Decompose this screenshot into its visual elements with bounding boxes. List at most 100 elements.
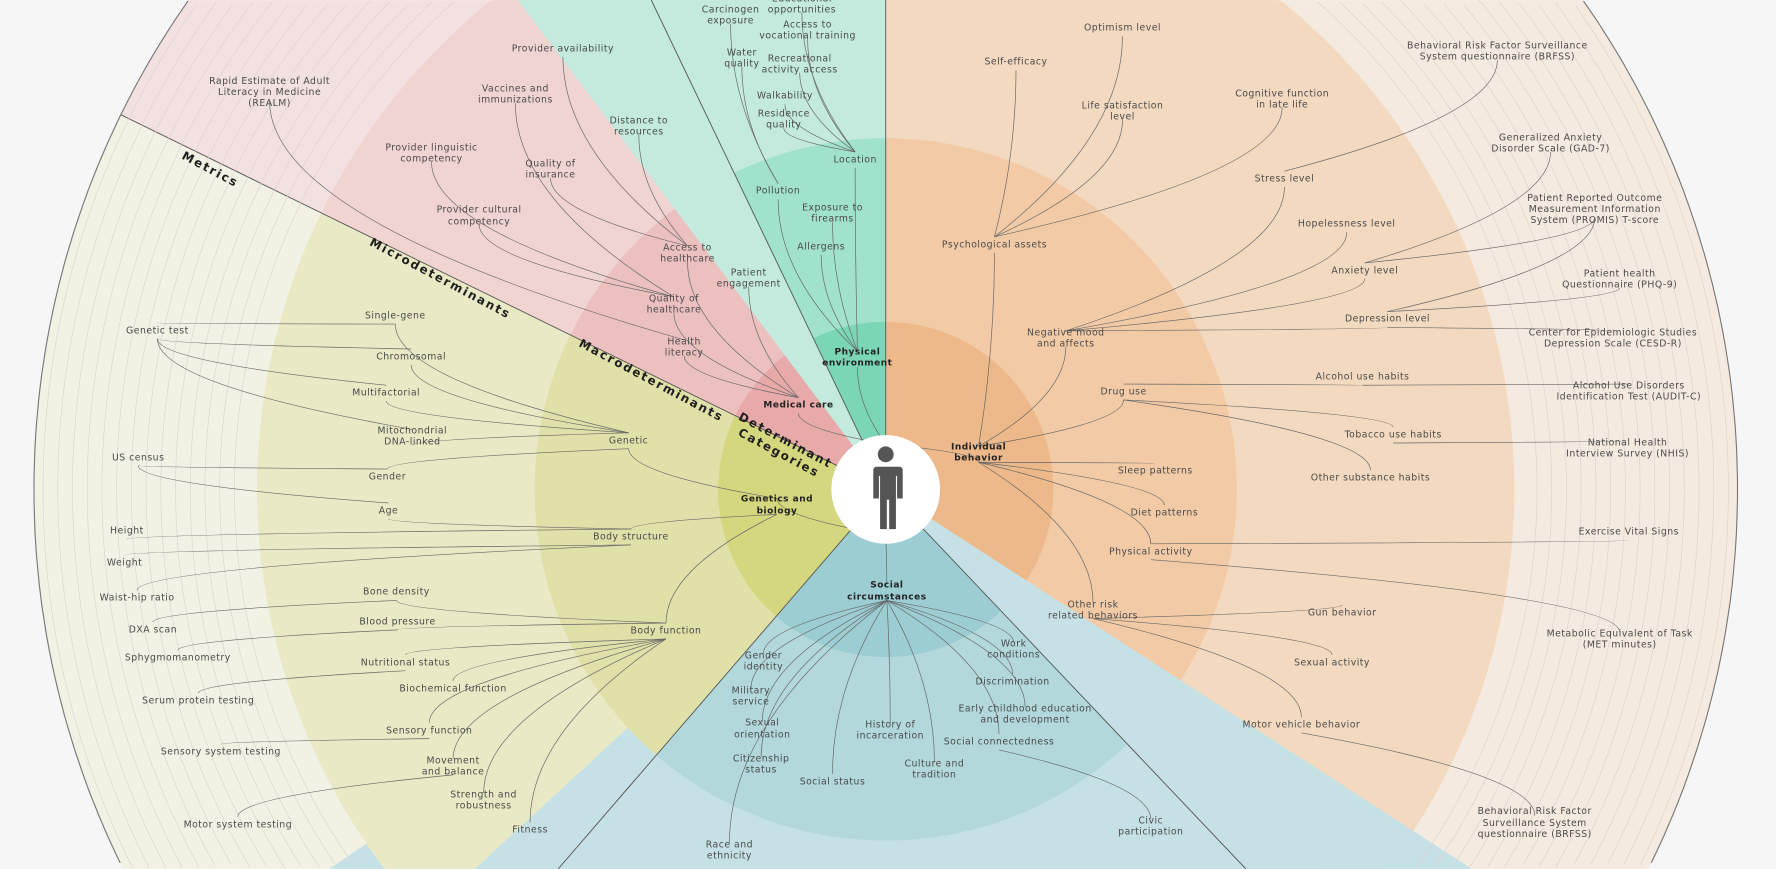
metrics-ring-line xyxy=(1518,3,1685,865)
node-depression-label: Depression level xyxy=(1344,313,1431,325)
connector-line xyxy=(886,600,1026,707)
connector-line xyxy=(269,100,685,341)
metrics-ring-line xyxy=(234,3,348,171)
node-pollution-label: Pollution xyxy=(755,185,801,197)
connector-line xyxy=(397,622,667,631)
metrics-ring-line xyxy=(194,4,289,152)
node-engagement-label: Patient engagement xyxy=(716,267,781,290)
connector-line xyxy=(763,600,887,654)
node-single-gene-label: Single-gene xyxy=(364,310,426,322)
connector-line xyxy=(978,461,1165,506)
node-brfss-top-label: Behavioral Risk Factor Surveillance Syst… xyxy=(1407,40,1588,64)
node-sexual-orientation-label: Sexual orientation xyxy=(734,718,791,741)
connector-line xyxy=(832,600,888,774)
node-quality-label: Quality of healthcare xyxy=(646,293,702,316)
connector-line xyxy=(396,600,667,624)
connector-line xyxy=(394,324,629,434)
connector-line xyxy=(1092,618,1333,655)
node-distance-label: Distance to resources xyxy=(609,115,669,138)
connector-line xyxy=(750,600,887,689)
node-allergens-label: Allergens xyxy=(797,241,846,253)
connector-line xyxy=(220,738,430,745)
node-culture-label: Culture and tradition xyxy=(904,758,965,782)
metrics-ring-line xyxy=(86,137,183,868)
connector-line xyxy=(820,254,858,352)
category-physical: Physical environment xyxy=(822,347,893,370)
connector-line xyxy=(886,600,935,763)
connector-line xyxy=(126,528,631,540)
node-availability-label: Provider availability xyxy=(511,43,615,55)
connector-line xyxy=(994,107,1283,238)
connector-line xyxy=(761,600,888,722)
node-military-label: Military service xyxy=(731,685,771,708)
connector-line xyxy=(998,749,1152,820)
connector-line xyxy=(1301,732,1536,816)
connector-line xyxy=(994,36,1123,238)
connector-line xyxy=(665,514,778,624)
connector-line xyxy=(1123,399,1371,471)
physical-sector-ring-1 xyxy=(614,0,886,490)
node-sexual-label: Sexual activity xyxy=(1294,656,1370,668)
metrics-ring-line xyxy=(101,144,199,867)
connector-line xyxy=(1393,440,1628,444)
node-chromosomal-label: Chromosomal xyxy=(376,351,447,363)
category-medical: Medical care xyxy=(763,399,834,410)
metrics-ring-line xyxy=(189,183,302,866)
connector-line xyxy=(1123,399,1394,428)
node-age-label: Age xyxy=(378,505,399,517)
connector-line xyxy=(515,103,675,298)
sector-divider xyxy=(557,489,887,869)
connector-line xyxy=(978,399,1124,447)
node-evs-label: Exercise Vital Signs xyxy=(1578,526,1679,538)
node-genetic-label: Genetic xyxy=(608,434,649,446)
connector-line xyxy=(136,544,631,591)
node-dxa-label: DXA scan xyxy=(128,624,178,636)
node-sphyg-label: Sphygmomanometry xyxy=(124,652,231,664)
connector-line xyxy=(1065,327,1388,332)
connector-line xyxy=(1387,327,1614,332)
connector-line xyxy=(137,465,389,504)
node-phq9-label: Patient health Questionnaire (PHQ-9) xyxy=(1562,268,1678,291)
connector-line xyxy=(1364,151,1551,264)
node-water-label: Water quality xyxy=(724,47,760,70)
node-mitochondrial-label: Mitochondrial DNA-linked xyxy=(377,425,448,449)
node-activity-label: Physical activity xyxy=(1109,545,1193,557)
connector-line xyxy=(1387,287,1621,312)
node-insurance-label: Quality of insurance xyxy=(525,158,576,181)
connector-line xyxy=(428,638,667,723)
node-sensory-label: Sensory function xyxy=(386,724,473,736)
node-anxiety-label: Anxiety level xyxy=(1331,265,1399,277)
node-connectedness-label: Social connectedness xyxy=(943,736,1055,748)
node-motor-vehicle-label: Motor vehicle behavior xyxy=(1242,719,1361,731)
node-stress-label: Stress level xyxy=(1254,173,1315,185)
metrics-ring-line xyxy=(1478,0,1656,869)
metrics-ring-line xyxy=(141,1,217,126)
metrics-ring-line xyxy=(204,189,320,868)
ring-label-macro: Macrodeterminants xyxy=(576,335,727,425)
metrics-ring-line xyxy=(207,4,309,158)
metrics-ring-line xyxy=(221,3,328,165)
connector-line xyxy=(748,286,799,398)
connector-line xyxy=(832,222,858,352)
connector-line xyxy=(1150,559,1621,633)
node-fitness-label: Fitness xyxy=(512,824,548,836)
connector-line xyxy=(854,167,858,352)
node-bone-label: Bone density xyxy=(363,586,430,598)
sector-divider xyxy=(120,114,886,490)
node-gender-identity-label: Gender identity xyxy=(743,650,784,673)
connector-line xyxy=(157,322,396,325)
metrics-ring-line xyxy=(1362,3,1567,866)
node-weight-label: Weight xyxy=(106,557,143,569)
node-motor-test-label: Motor system testing xyxy=(183,818,293,830)
metrics-ring-line xyxy=(300,1,455,204)
node-nhis-label: National Health Interview Survey (NHIS) xyxy=(1566,437,1690,460)
node-discrimination-label: Discrimination xyxy=(975,676,1050,688)
social-sector-ring-3 xyxy=(776,489,1002,658)
person-icon xyxy=(872,446,903,530)
metrics-ring-line xyxy=(1539,5,1700,866)
metrics-ring-line xyxy=(72,131,167,869)
metrics-ring-line xyxy=(1463,4,1641,867)
node-promis-label: Patient Reported Outcome Measurement Inf… xyxy=(1527,192,1663,227)
node-vocational-label: Access to vocational training xyxy=(759,19,856,42)
connector-line xyxy=(628,448,778,499)
